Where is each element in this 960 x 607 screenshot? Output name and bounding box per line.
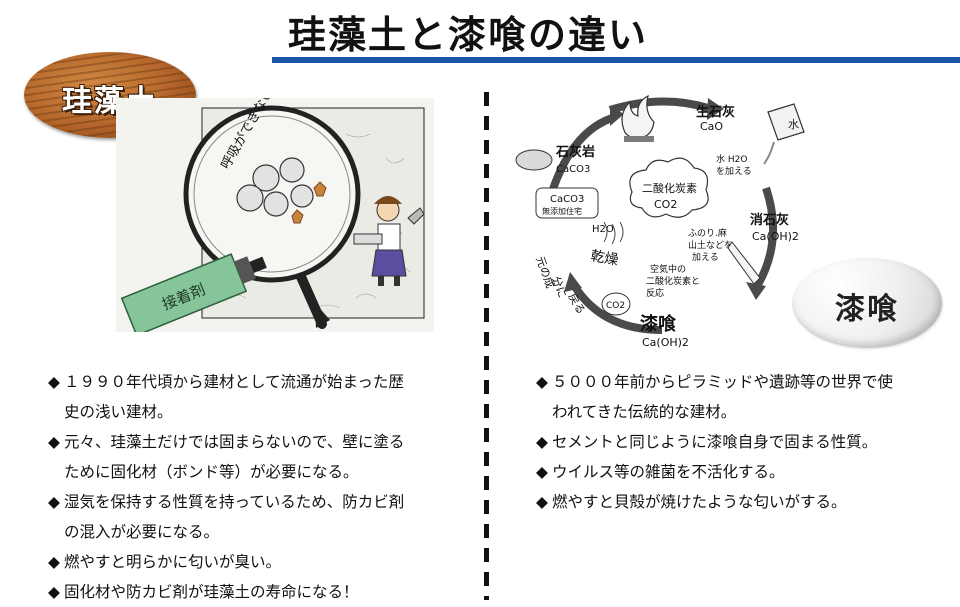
svg-text:加える: 加える: [692, 252, 719, 263]
svg-text:反応: 反応: [646, 287, 664, 299]
water-bucket-icon: 水: [763, 103, 805, 165]
diamond-bullet-icon: ◆: [536, 463, 548, 481]
plaster-badge-label: 漆喰: [835, 292, 899, 327]
diamond-bullet-icon: ◆: [48, 373, 60, 391]
list-item: ◆５０００年前からピラミッドや遺跡等の世界で使われてきた伝統的な建材。: [536, 367, 928, 427]
diatomite-illustration: 呼吸ができない! 接着剤: [116, 98, 434, 332]
diamond-bullet-icon: ◆: [48, 583, 60, 601]
title-underline: [272, 57, 960, 63]
diamond-bullet-icon: ◆: [48, 433, 60, 451]
diamond-bullet-icon: ◆: [48, 553, 60, 571]
svg-text:Ca(OH)2: Ca(OH)2: [642, 336, 689, 349]
list-item: ◆セメントと同じように漆喰自身で固まる性質。: [536, 427, 928, 457]
diatomite-bullet-list: ◆１９９０年代頃から建材として流通が始まった歴史の浅い建材。 ◆元々、珪藻土だけ…: [48, 367, 448, 607]
svg-text:CaO: CaO: [700, 120, 723, 133]
svg-text:CaCO3: CaCO3: [556, 164, 590, 175]
diamond-bullet-icon: ◆: [48, 493, 60, 511]
list-item: ◆ウイルス等の雑菌を不活化する。: [536, 457, 928, 487]
svg-text:乾燥: 乾燥: [589, 248, 619, 269]
column-divider: [484, 92, 489, 600]
svg-text:を加える: を加える: [716, 166, 752, 177]
svg-text:漆喰: 漆喰: [640, 313, 676, 335]
diamond-bullet-icon: ◆: [536, 493, 548, 511]
list-item: ◆固化材や防カビ剤が珪藻土の寿命になる！: [48, 577, 448, 607]
svg-text:二酸化炭素と: 二酸化炭素と: [646, 275, 700, 287]
svg-text:生石灰: 生石灰: [696, 104, 735, 120]
svg-text:水 H2O: 水 H2O: [716, 153, 747, 165]
svg-text:空気中の: 空気中の: [650, 263, 686, 275]
svg-text:山土などを: 山土などを: [688, 239, 733, 251]
list-item: ◆１９９０年代頃から建材として流通が始まった歴史の浅い建材。: [48, 367, 448, 427]
svg-text:消石灰: 消石灰: [750, 212, 789, 228]
svg-text:ふのり.麻: ふのり.麻: [688, 227, 727, 239]
svg-text:H2O: H2O: [592, 224, 614, 235]
list-item: ◆燃やすと貝殻が焼けたような匂いがする。: [536, 487, 928, 517]
svg-text:無添加住宅: 無添加住宅: [542, 206, 582, 216]
diamond-bullet-icon: ◆: [536, 433, 548, 451]
svg-text:CO2: CO2: [654, 198, 677, 211]
svg-text:CO2: CO2: [606, 301, 625, 311]
plaster-bullet-list: ◆５０００年前からピラミッドや遺跡等の世界で使われてきた伝統的な建材。 ◆セメン…: [536, 367, 928, 517]
svg-text:石灰岩: 石灰岩: [555, 144, 595, 160]
worker-figure: [353, 196, 425, 286]
list-item: ◆燃やすと明らかに匂いが臭い。: [48, 547, 448, 577]
svg-text:Ca(OH)2: Ca(OH)2: [752, 230, 799, 243]
svg-text:CaCO3: CaCO3: [550, 194, 584, 205]
plaster-badge: 漆喰: [792, 258, 942, 348]
lime-cycle-diagram: 水 生石灰 CaO 水 H2O を加える 消石灰 Ca(OH)2 ふのり.麻 山…: [515, 94, 805, 349]
fire-icon: [621, 94, 655, 142]
svg-text:水: 水: [788, 118, 799, 131]
list-item: ◆湿気を保持する性質を持っているため、防カビ剤の混入が必要になる。: [48, 487, 448, 547]
co2-cloud: 二酸化炭素 CO2: [629, 157, 709, 218]
svg-text:二酸化炭素: 二酸化炭素: [642, 181, 697, 195]
svg-text:分に: 分に: [549, 275, 569, 300]
page-title: 珪藻土と漆喰の違い: [288, 13, 649, 57]
list-item: ◆元々、珪藻土だけでは固まらないので、壁に塗るために固化材（ボンド等）が必要にな…: [48, 427, 448, 487]
diamond-bullet-icon: ◆: [536, 373, 548, 391]
